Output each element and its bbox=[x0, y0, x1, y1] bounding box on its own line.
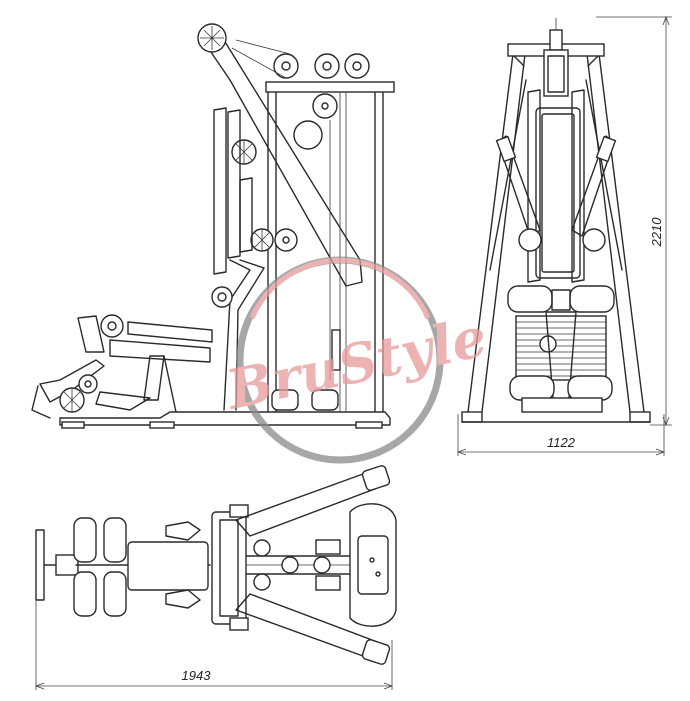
side-view bbox=[31, 23, 395, 429]
dimension-width: 1122 bbox=[456, 414, 666, 456]
dimension-length: 1943 bbox=[34, 600, 394, 690]
height-label: 2210 bbox=[649, 217, 664, 248]
front-view bbox=[461, 18, 651, 423]
brustyle-watermark: BruStyle bbox=[219, 256, 492, 464]
length-label: 1943 bbox=[182, 668, 212, 683]
width-label: 1122 bbox=[547, 435, 576, 450]
weight-stack bbox=[515, 315, 607, 381]
top-view bbox=[35, 465, 397, 665]
watermark-logo-text: BruStyle bbox=[219, 304, 492, 422]
